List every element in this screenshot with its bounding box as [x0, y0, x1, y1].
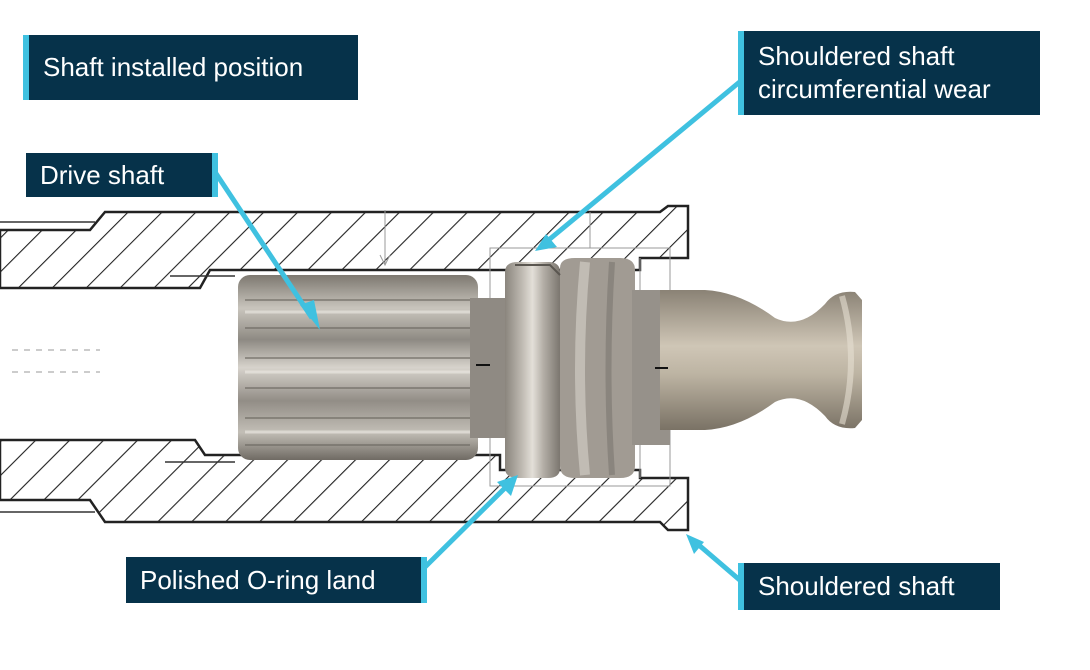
label-drive-shaft: Drive shaft: [26, 153, 218, 197]
leader-drive-shaft: [212, 170, 320, 330]
label-wear-line2: circumferential wear: [758, 74, 991, 104]
label-installed-position: Shaft installed position: [23, 35, 358, 100]
leader-oring-land: [420, 475, 518, 572]
drive-shaft-photo: [238, 275, 478, 460]
label-wear-line1: Shouldered shaft: [758, 41, 955, 71]
shaft-tip-photo: [660, 290, 862, 430]
shaft-shoulder-photo: [470, 258, 670, 478]
label-shouldered-shaft: Shouldered shaft: [738, 563, 1000, 610]
label-circumferential-wear: Shouldered shaft circumferential wear: [738, 31, 1040, 115]
label-oring-land: Polished O-ring land: [126, 557, 427, 603]
label-shouldered-text: Shouldered shaft: [758, 571, 955, 601]
label-installed-text: Shaft installed position: [43, 52, 304, 82]
label-oring-text: Polished O-ring land: [140, 564, 376, 595]
label-drive-shaft-text: Drive shaft: [40, 159, 165, 190]
leader-shouldered-shaft: [686, 534, 744, 584]
center-ticks: [476, 364, 668, 369]
leader-circumferential-wear: [535, 78, 744, 251]
